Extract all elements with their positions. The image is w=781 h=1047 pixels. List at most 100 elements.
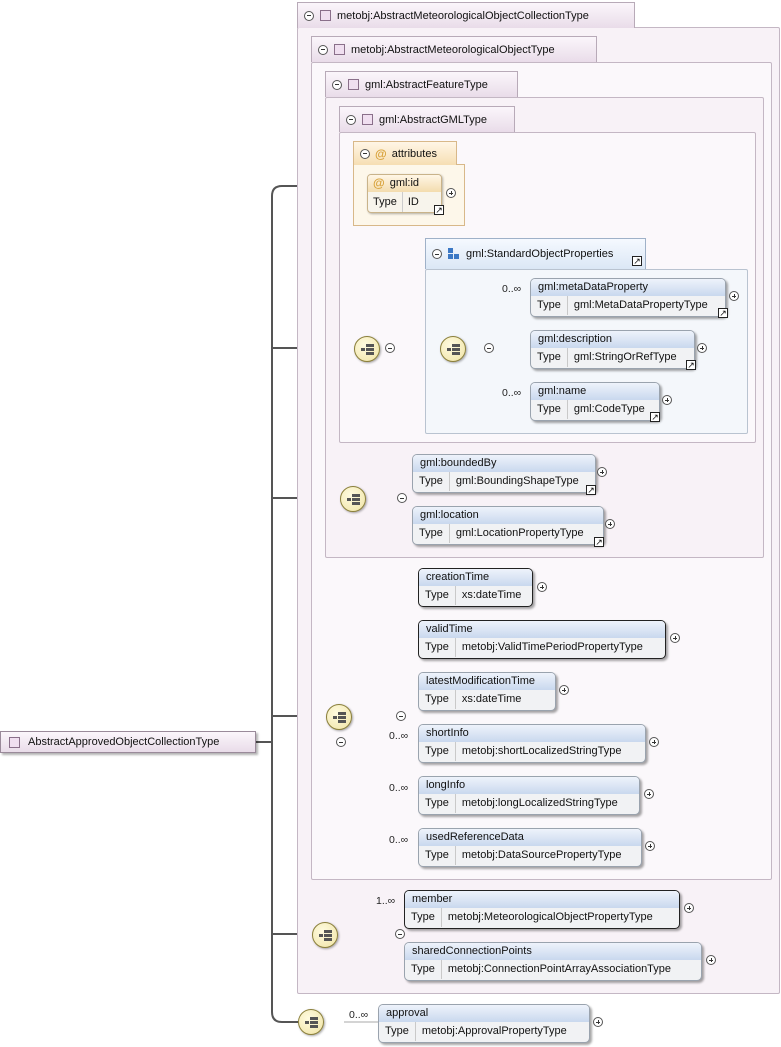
complex-type-icon [348,79,359,90]
element-name: usedReferenceData [419,829,641,846]
jump-to-type-icon[interactable]: ↗ [586,485,596,495]
element-shortinfo[interactable]: shortInfo Type metobj:shortLocalizedStrin… [418,724,646,763]
root-label: AbstractApprovedObjectCollectionType [28,736,220,748]
root-complex-type[interactable]: AbstractApprovedObjectCollectionType [0,731,256,753]
expand-icon[interactable] [593,1017,603,1027]
element-name: validTime [419,621,665,638]
type-key: Type [368,192,403,212]
element-name: gml:name [531,383,659,400]
element-name: shortInfo [419,725,645,742]
expand-icon[interactable] [605,519,615,529]
collapse-icon[interactable] [385,343,395,353]
complex-type-icon [362,114,373,125]
sequence-compositor-icon[interactable] [440,336,466,362]
jump-to-type-icon[interactable]: ↗ [434,205,444,215]
complex-type-label: metobj:AbstractMeteorologicalObjectColle… [337,9,589,22]
occurrence-label: 0..∞ [502,283,522,295]
type-value: xs:dateTime [461,589,522,601]
expand-icon[interactable] [684,903,694,913]
occurrence-label: 0..∞ [349,1009,369,1021]
collapse-icon[interactable] [484,343,495,353]
type-value: ID [407,196,419,208]
expand-icon[interactable] [649,737,659,747]
jump-to-type-icon[interactable]: ↗ [594,537,604,547]
collapse-icon[interactable] [318,44,328,55]
expand-icon[interactable] [559,685,569,695]
expand-icon[interactable] [729,291,739,301]
expand-icon[interactable] [706,955,716,965]
type-value: gml:LocationPropertyType [455,527,584,539]
element-name: gml:boundedBy [413,455,595,472]
collapse-icon[interactable] [395,929,406,939]
sequence-compositor-icon[interactable] [326,704,352,730]
collapse-icon[interactable] [304,10,314,21]
expand-icon[interactable] [645,841,655,851]
type-value: xs:dateTime [461,693,522,705]
element-name: member [405,891,679,908]
expand-icon[interactable] [537,582,547,592]
expand-icon[interactable] [644,789,654,799]
attribute-at-icon: @ [375,146,387,161]
attribute-gml-id[interactable]: @gml:id Type ID [367,174,442,213]
collapse-icon[interactable] [397,493,408,503]
complex-type-tab-collection[interactable]: metobj:AbstractMeteorologicalObjectColle… [297,2,635,28]
element-name: longInfo [419,777,639,794]
type-value: gml:MetaDataPropertyType [573,299,708,311]
collapse-icon[interactable] [432,249,442,259]
jump-to-type-icon[interactable]: ↗ [718,308,728,318]
element-name: sharedConnectionPoints [405,943,701,960]
jump-to-type-icon[interactable]: ↗ [650,412,660,422]
sequence-compositor-icon[interactable] [354,336,380,362]
attributes-tab[interactable]: @ attributes [353,141,457,165]
complex-type-label: gml:AbstractFeatureType [365,78,488,91]
expand-icon[interactable] [662,395,672,405]
occurrence-label: 0..∞ [389,834,409,846]
type-value: gml:CodeType [573,403,645,415]
expand-icon[interactable] [697,343,707,353]
group-tab-standard-object-properties[interactable]: gml:StandardObjectProperties [425,238,646,269]
expand-icon[interactable] [597,467,607,477]
complex-type-tab-object[interactable]: metobj:AbstractMeteorologicalObjectType [311,36,597,62]
type-key: Type [413,524,450,543]
sequence-compositor-icon[interactable] [312,922,338,948]
jump-to-type-icon[interactable]: ↗ [632,256,642,266]
collapse-icon[interactable] [396,711,407,721]
complex-type-tab-gml[interactable]: gml:AbstractGMLType [339,106,515,132]
type-value: metobj:shortLocalizedStringType [461,745,622,757]
type-key: Type [419,742,456,761]
expand-icon[interactable] [670,633,680,643]
complex-type-tab-feature[interactable]: gml:AbstractFeatureType [325,71,518,97]
collapse-icon[interactable] [346,114,356,125]
type-value: metobj:longLocalizedStringType [461,797,618,809]
expand-icon[interactable] [446,188,456,198]
collapse-icon[interactable] [332,79,342,90]
type-key: Type [419,846,456,865]
sequence-compositor-icon[interactable] [298,1009,324,1035]
occurrence-label: 0..∞ [502,387,522,399]
type-value: metobj:ValidTimePeriodPropertyType [461,641,643,653]
element-name: approval [379,1005,589,1022]
sequence-compositor-icon[interactable] [340,486,366,512]
attributes-label: attributes [391,147,437,160]
element-name: creationTime [419,569,532,586]
type-key: Type [419,690,456,709]
occurrence-label: 0..∞ [389,782,409,794]
occurrence-label: 0..∞ [389,730,409,742]
collapse-icon[interactable] [360,148,370,159]
collapse-icon[interactable] [336,737,347,747]
group-icon [448,248,460,260]
jump-to-type-icon[interactable]: ↗ [686,360,696,370]
